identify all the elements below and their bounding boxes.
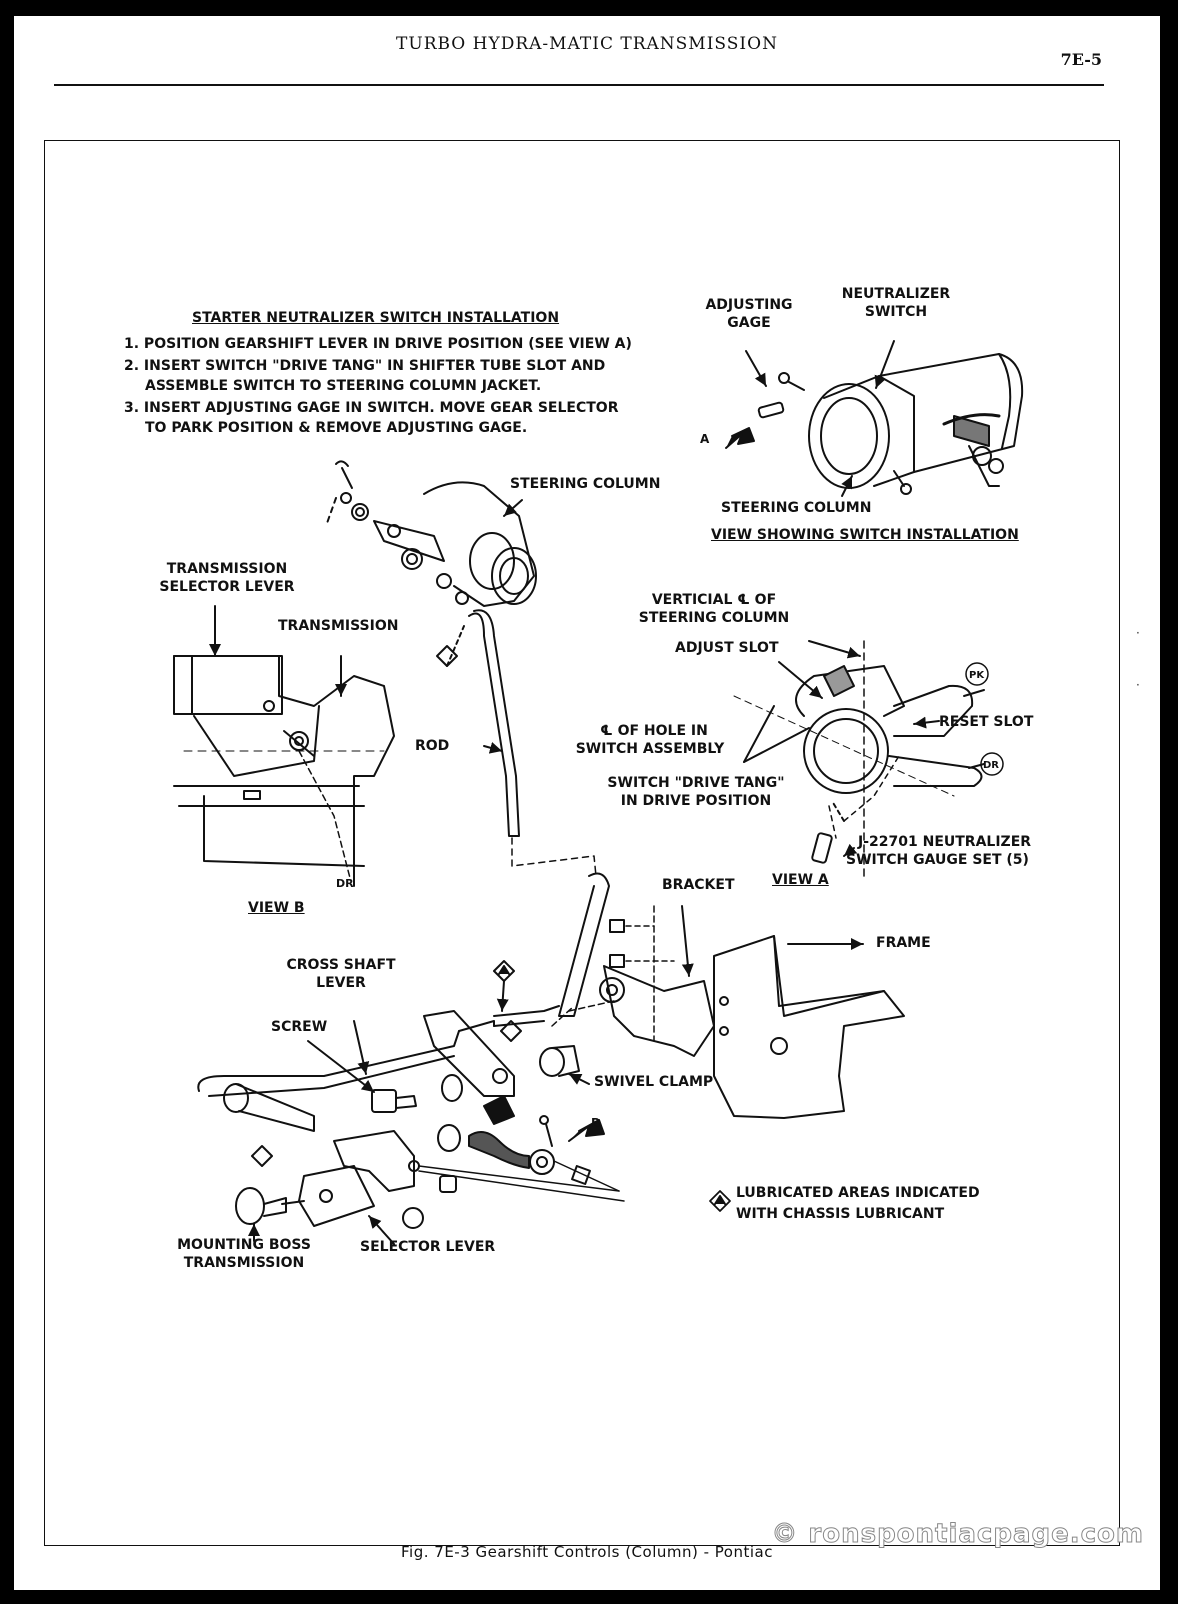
view-b-dr-marker: DR bbox=[336, 877, 354, 890]
instruction-step-3-line-1: 3. INSERT ADJUSTING GAGE IN SWITCH. MOVE… bbox=[124, 400, 619, 416]
pk-marker: PK bbox=[969, 670, 985, 681]
instruction-step-3-line-2: TO PARK POSITION & REMOVE ADJUSTING GAGE… bbox=[145, 420, 528, 436]
view-b-drawing bbox=[173, 605, 395, 887]
drive-tang-label-line-2: IN DRIVE POSITION bbox=[620, 793, 772, 809]
page-header-title: TURBO HYDRA-MATIC TRANSMISSION bbox=[396, 34, 778, 54]
edge-tick-mark-1: · bbox=[1136, 626, 1140, 640]
mounting-boss-label-line-2: TRANSMISSION bbox=[183, 1255, 305, 1271]
screw-label: SCREW bbox=[271, 1019, 328, 1035]
hole-centerline-label-line-1: ℄ OF HOLE IN bbox=[600, 723, 708, 739]
view-a-dr-marker: DR bbox=[983, 760, 1000, 771]
transmission-selector-label-line-1: TRANSMISSION bbox=[166, 561, 288, 577]
diagram-linework bbox=[173, 340, 1024, 1245]
manual-page: TURBO HYDRA-MATIC TRANSMISSION 7E-5 bbox=[14, 16, 1160, 1590]
cross-shaft-lever-label-line-1: CROSS SHAFT bbox=[286, 957, 396, 973]
instruction-step-1: 1. POSITION GEARSHIFT LEVER IN DRIVE POS… bbox=[124, 336, 632, 352]
view-b-arrow-label: B bbox=[591, 1116, 601, 1130]
rod-label: ROD bbox=[415, 738, 450, 754]
view-b-title: VIEW B bbox=[248, 900, 305, 916]
watermark: © ronspontiacpage.com bbox=[771, 1519, 1144, 1550]
steering-column-label: STEERING COLUMN bbox=[510, 476, 661, 492]
switch-installation-view-title: VIEW SHOWING SWITCH INSTALLATION bbox=[711, 527, 1019, 543]
neutralizer-switch-label-line-2: SWITCH bbox=[864, 304, 928, 320]
switch-view-steering-column-label: STEERING COLUMN bbox=[721, 500, 872, 516]
cross-shaft-lever-label-line-2: LEVER bbox=[316, 975, 366, 991]
view-a-arrow-label: A bbox=[700, 432, 710, 446]
transmission-label: TRANSMISSION bbox=[278, 618, 399, 634]
figure-caption: Fig. 7E-3 Gearshift Controls (Column) - … bbox=[401, 1543, 773, 1561]
swivel-clamp-label: SWIVEL CLAMP bbox=[594, 1074, 714, 1090]
instructions-title: STARTER NEUTRALIZER SWITCH INSTALLATION bbox=[192, 310, 560, 326]
bracket-label: BRACKET bbox=[662, 877, 735, 893]
lubrication-note-line-1: LUBRICATED AREAS INDICATED bbox=[736, 1185, 980, 1201]
reset-slot-label: RESET SLOT bbox=[939, 714, 1034, 730]
vertical-centerline-label-line-2: STEERING COLUMN bbox=[638, 610, 790, 626]
neutralizer-switch-label-line-1: NEUTRALIZER bbox=[841, 286, 951, 302]
figure-frame bbox=[44, 140, 1120, 1546]
frame-label: FRAME bbox=[876, 935, 931, 951]
mounting-boss-label-line-1: MOUNTING BOSS bbox=[177, 1237, 311, 1253]
gauge-set-label-line-2: SWITCH GAUGE SET (5) bbox=[846, 852, 1029, 868]
linkage-drawing bbox=[197, 625, 905, 1245]
selector-lever-label: SELECTOR LEVER bbox=[360, 1239, 496, 1255]
instruction-step-2-line-2: ASSEMBLE SWITCH TO STEERING COLUMN JACKE… bbox=[145, 378, 542, 394]
adjusting-gage-label-line-1: ADJUSTING bbox=[705, 297, 793, 313]
hole-centerline-label-line-2: SWITCH ASSEMBLY bbox=[575, 741, 725, 757]
page-number: 7E-5 bbox=[1060, 50, 1102, 69]
view-a-title: VIEW A bbox=[772, 872, 829, 888]
vertical-centerline-label-line-1: VERTICIAL ℄ OF bbox=[651, 592, 777, 608]
transmission-selector-label-line-2: SELECTOR LEVER bbox=[159, 579, 295, 595]
drive-tang-label-line-1: SWITCH "DRIVE TANG" bbox=[607, 775, 785, 791]
gauge-set-label-line-1: J-22701 NEUTRALIZER bbox=[858, 834, 1032, 850]
switch-install-drawing bbox=[725, 340, 1024, 497]
steering-column-drawing bbox=[325, 460, 610, 1017]
adjusting-gage-label-line-2: GAGE bbox=[727, 315, 771, 331]
view-a-drawing bbox=[733, 640, 1004, 877]
instruction-step-2-line-1: 2. INSERT SWITCH "DRIVE TANG" IN SHIFTER… bbox=[124, 358, 606, 374]
adjust-slot-label: ADJUST SLOT bbox=[675, 640, 779, 656]
header-rule bbox=[54, 84, 1104, 86]
lubrication-note-line-2: WITH CHASSIS LUBRICANT bbox=[736, 1206, 945, 1222]
edge-tick-mark-2: · bbox=[1136, 678, 1140, 692]
